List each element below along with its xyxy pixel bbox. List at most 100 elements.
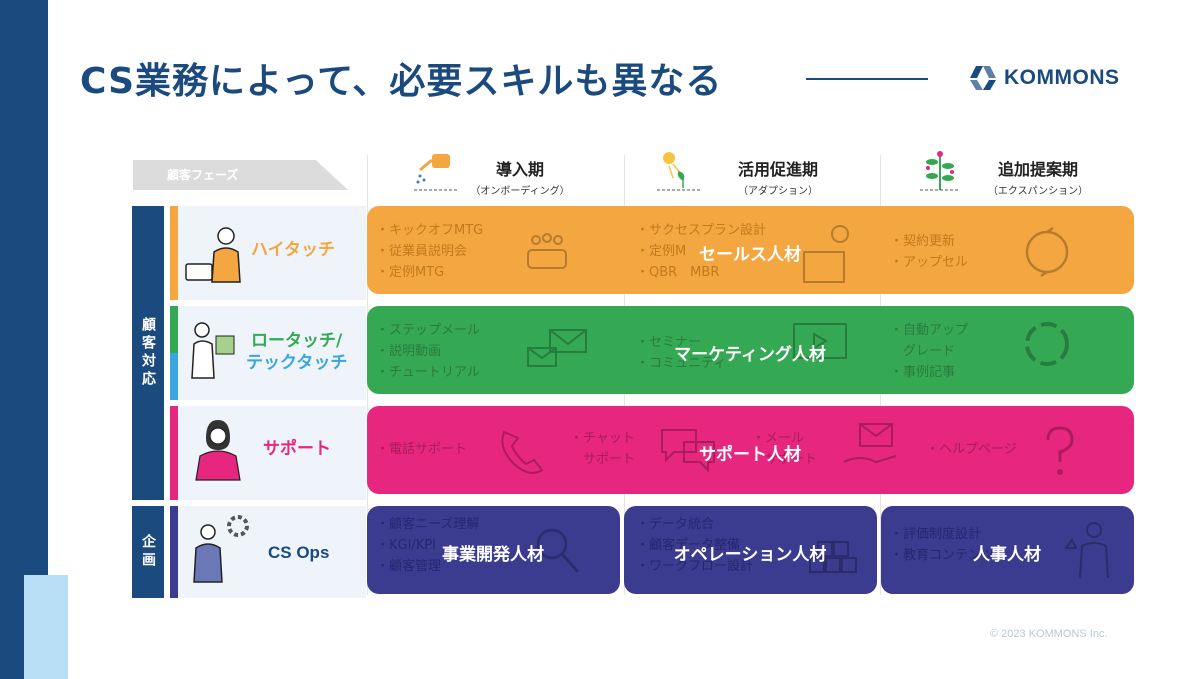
- item-list-sup-4: ・ヘルプページ: [926, 439, 1017, 460]
- item-list-low-2: ・セミナー ・コミュニティ: [636, 332, 726, 374]
- item-list-sup-1: ・電話サポート: [376, 439, 467, 460]
- group-planning: 企画: [132, 506, 164, 598]
- list-item: ・電話サポート: [376, 442, 468, 457]
- item-list-high-3: ・契約更新 ・アップセル: [890, 231, 968, 273]
- plant-icon: [920, 151, 960, 191]
- item-list-sup-3: ・メール サポート: [752, 428, 817, 470]
- band-label-hr: 人事人材: [973, 545, 1041, 565]
- row-bg-support: [170, 406, 366, 500]
- cycle-icon: [1025, 322, 1069, 366]
- phase-tab: 顧客フェーズ: [133, 160, 348, 190]
- list-item: サポート: [570, 452, 636, 467]
- list-item: ・チャット: [570, 431, 635, 446]
- watering-can-icon: [414, 154, 458, 191]
- band-label-operation: オペレーション人材: [673, 545, 827, 565]
- list-item: ・セミナー: [636, 335, 702, 350]
- phase-title: 導入期: [495, 160, 544, 179]
- band-hr: [881, 506, 1134, 594]
- list-item: ・顧客データ整備: [636, 538, 741, 553]
- row-strip-high: [170, 206, 178, 300]
- band-label-bizdev: 事業開発人材: [442, 545, 544, 565]
- phase-title: 活用促進期: [737, 160, 818, 179]
- row-label-tech: テックタッチ: [246, 353, 348, 373]
- item-list-sup-2: ・チャット サポート: [570, 428, 635, 470]
- phase-subtitle: （オンボーディング）: [470, 186, 570, 197]
- sun-sprout-icon: [657, 152, 701, 191]
- row-label-low: ロータッチ/: [251, 331, 343, 351]
- row-label-support: サポート: [263, 439, 331, 459]
- meeting-icon: [527, 233, 567, 269]
- video-icon: [793, 323, 847, 359]
- item-list-low-3: ・自動アップ グレード ・事例記事: [890, 320, 968, 383]
- list-item: ・KGI/KPI: [376, 538, 437, 553]
- copyright: © 2023 KOMMONS Inc.: [990, 628, 1108, 640]
- list-item: ・アップセル: [890, 255, 969, 270]
- item-list-high-2: ・サクセスプラン設計 ・定例M ・QBR MBR: [636, 220, 766, 283]
- group-customer: 顧客対応: [132, 206, 164, 500]
- item-list-high-1: ・キックオフMTG ・従業員説明会 ・定例MTG: [376, 220, 483, 283]
- logo-text: KOMMONS: [1004, 66, 1120, 89]
- list-item: ・顧客ニーズ理解: [376, 517, 480, 532]
- page-title: CS業務によって、必要スキルも異なる: [80, 61, 723, 102]
- list-item: ・定例M: [636, 244, 687, 259]
- list-item: ・評価制度設計: [890, 527, 982, 542]
- list-item: ・定例MTG: [376, 265, 445, 280]
- band-sales: [367, 206, 1134, 294]
- list-item: ・ワークフロー設計: [636, 559, 754, 574]
- left-accent-block: [24, 575, 68, 679]
- item-list-ops-2: ・データ統合 ・顧客データ整備 ・ワークフロー設計: [636, 514, 753, 577]
- list-item: ・ヘルプページ: [926, 442, 1017, 457]
- list-item: グレード: [890, 344, 956, 359]
- row-strip-ops: [170, 506, 178, 598]
- row-label-high: ハイタッチ: [251, 240, 335, 260]
- question-icon: [1046, 426, 1074, 475]
- mail-icon: [527, 329, 587, 367]
- list-item: ・メール: [752, 431, 805, 446]
- list-item: ・サクセスプラン設計: [636, 223, 767, 238]
- person-headset-icon: [195, 420, 241, 481]
- phase-tab-label: 顧客フェーズ: [167, 168, 239, 182]
- list-item: ・教育コンテンツ: [890, 548, 995, 563]
- list-item: ・QBR MBR: [636, 265, 720, 280]
- phase-subtitle: （アダプション）: [738, 186, 818, 197]
- band-support: [367, 406, 1134, 494]
- phase-onboarding: 導入期 （オンボーディング）: [430, 156, 610, 197]
- phase-adoption: 活用促進期 （アダプション）: [688, 156, 868, 197]
- chat-icon: [661, 429, 715, 473]
- item-list-low-1: ・ステップメール ・説明動画 ・チュートリアル: [376, 320, 480, 383]
- row-label-ops: CS Ops: [268, 543, 330, 562]
- logo: KOMMONS: [968, 64, 1120, 92]
- band-bizdev: [367, 506, 620, 594]
- title-rule: [806, 78, 928, 80]
- phase-subtitle: （エクスパンション）: [987, 186, 1089, 197]
- list-item: ・事例記事: [890, 365, 956, 380]
- band-label-marketing: マーケティング人材: [674, 345, 826, 365]
- analysis-icon: [536, 528, 580, 573]
- list-item: サポート: [752, 452, 818, 467]
- row-strip-low: [170, 306, 178, 353]
- band-label-sales: セールス人材: [699, 245, 801, 265]
- list-item: ・説明動画: [376, 344, 442, 359]
- list-item: ・キックオフMTG: [376, 223, 484, 238]
- refresh-icon: [1025, 226, 1069, 278]
- item-list-ops-3: ・評価制度設計 ・教育コンテンツ: [890, 524, 994, 566]
- mail-hand-icon: [843, 423, 897, 464]
- list-item: ・チュートリアル: [376, 365, 480, 380]
- person-laptop-icon: [185, 227, 241, 283]
- list-item: ・データ統合: [636, 517, 715, 532]
- left-sidebar-bar: [0, 0, 48, 679]
- person-gears-icon: [193, 515, 249, 583]
- list-item: ・自動アップ: [890, 323, 969, 338]
- list-item: ・顧客管理: [376, 559, 442, 574]
- presentation-icon: [803, 225, 849, 283]
- list-item: ・従業員説明会: [376, 244, 468, 259]
- list-item: ・コミュニティ: [636, 356, 727, 371]
- list-item: ・ステップメール: [376, 323, 481, 338]
- item-list-ops-1: ・顧客ニーズ理解 ・KGI/KPI ・顧客管理: [376, 514, 479, 577]
- band-label-support: サポート人材: [699, 445, 801, 465]
- hr-icon: [1064, 522, 1109, 579]
- phone-icon: [501, 430, 544, 474]
- cubes-icon: [809, 541, 857, 573]
- row-strip-support: [170, 406, 178, 500]
- phase-expansion: 追加提案期 （エクスパンション）: [948, 156, 1128, 197]
